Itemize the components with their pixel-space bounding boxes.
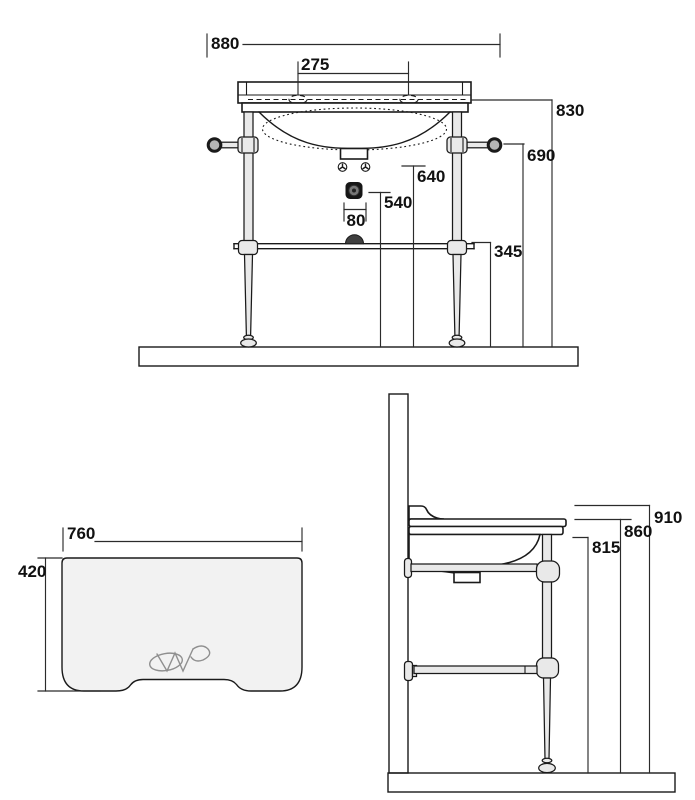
drain-outlet	[345, 182, 363, 199]
fixing-screw-right	[360, 162, 371, 172]
bottom-shelf	[233, 234, 475, 256]
collar-upper	[535, 560, 561, 583]
dim-plan-depth: 420	[18, 562, 46, 581]
front-floor-slab	[138, 346, 579, 367]
front-view: 880 275 830 690 640 540 80 345	[138, 33, 584, 367]
front-countertop	[237, 81, 472, 113]
plan-dimensions: 760 420	[18, 524, 303, 692]
rail-knob-left	[206, 137, 223, 153]
side-bowl	[408, 533, 541, 567]
dim-top-height: 830	[556, 101, 584, 120]
side-rail-lower	[413, 665, 538, 675]
front-left-leg	[243, 111, 254, 243]
wall-flange-lower	[403, 660, 414, 682]
dim-overall-width: 880	[211, 34, 239, 53]
dim-fixing-height: 640	[417, 167, 445, 186]
dim-rail-height: 690	[527, 146, 555, 165]
wall	[388, 393, 409, 774]
front-left-foot-leg	[240, 253, 257, 348]
dim-shelf-height: 345	[494, 242, 522, 261]
dim-top-height-side: 860	[624, 522, 652, 541]
front-bowl	[258, 107, 451, 160]
side-trap-b	[453, 571, 481, 584]
plan-shelf-outline	[61, 557, 303, 692]
side-rail-upper	[410, 563, 538, 573]
towel-rail-right	[446, 136, 503, 154]
side-dimensions: 910 860 815	[572, 504, 682, 774]
front-dimensions: 880 275 830 690 640 540 80 345	[206, 33, 584, 348]
side-leg-taper	[542, 677, 552, 760]
side-view: 910 860 815	[387, 393, 682, 793]
dim-front-edge-height: 815	[592, 538, 620, 557]
side-floor-slab	[387, 772, 676, 793]
dim-splash-height: 910	[654, 508, 682, 527]
dim-plan-width: 760	[67, 524, 95, 543]
brand-logo-icon	[148, 645, 211, 673]
front-right-leg	[451, 111, 463, 243]
side-foot	[538, 762, 556, 774]
dim-drain-offset: 80	[347, 211, 366, 230]
towel-rail-left	[206, 136, 259, 154]
side-frame	[403, 533, 561, 774]
rail-knob-right	[486, 137, 503, 153]
front-right-foot-leg	[448, 253, 466, 348]
fixing-screw-left	[337, 162, 348, 172]
backsplash	[408, 505, 445, 520]
plan-view: 760 420	[18, 524, 303, 692]
dim-drain-height: 540	[384, 193, 412, 212]
overflow-slot	[339, 147, 369, 160]
trap-dome	[344, 234, 365, 245]
collar-lower	[535, 657, 560, 679]
dim-tap-distance: 275	[301, 55, 329, 74]
